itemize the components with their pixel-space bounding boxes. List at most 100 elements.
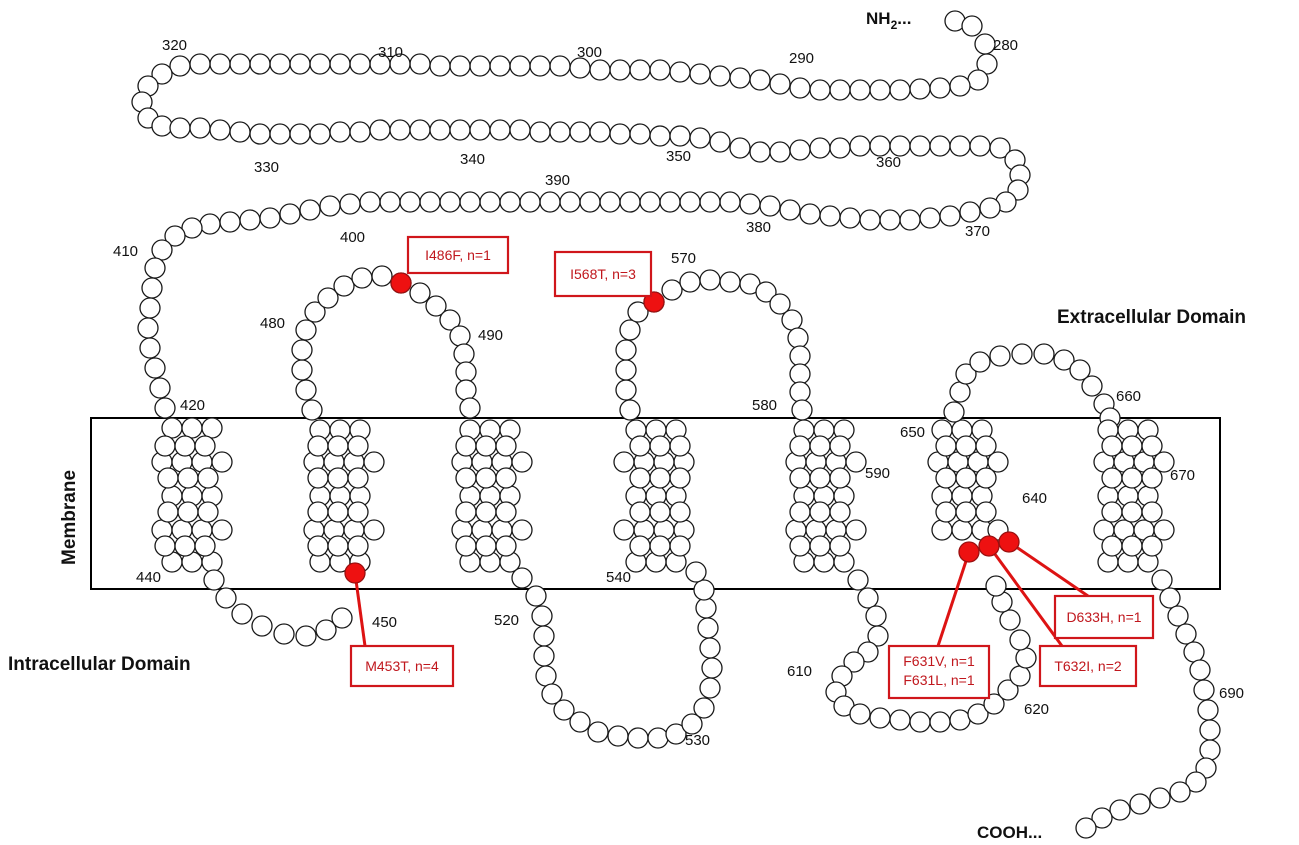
residue-circle bbox=[789, 501, 811, 523]
residue-circle bbox=[189, 53, 211, 75]
residue-number: 670 bbox=[1170, 467, 1195, 484]
residue-circle bbox=[499, 191, 521, 213]
residue-circle bbox=[781, 309, 803, 331]
residue-circle bbox=[279, 203, 301, 225]
residue-circle bbox=[309, 53, 331, 75]
mutation-label-text: M453T, n=4 bbox=[365, 658, 439, 674]
residue-circle bbox=[349, 53, 371, 75]
residue-circle bbox=[519, 191, 541, 213]
residue-circle bbox=[154, 435, 176, 457]
residue-circle bbox=[719, 271, 741, 293]
mutation-box-border bbox=[887, 644, 991, 700]
residue-circle bbox=[943, 401, 965, 423]
residue-circle bbox=[909, 711, 931, 733]
residue-circle bbox=[329, 121, 351, 143]
residue-circle bbox=[307, 535, 329, 557]
residue-chain bbox=[131, 10, 1221, 839]
residue-circle bbox=[639, 191, 661, 213]
residue-circle bbox=[669, 535, 691, 557]
residue-circle bbox=[541, 683, 563, 705]
residue-circle bbox=[389, 119, 411, 141]
mutation-label-box: I568T, n=3 bbox=[553, 250, 653, 298]
residue-circle bbox=[809, 435, 831, 457]
residue-circle bbox=[1069, 359, 1091, 381]
residue-circle bbox=[1183, 641, 1205, 663]
residue-circle bbox=[935, 467, 957, 489]
residue-circle bbox=[475, 535, 497, 557]
residue-circle bbox=[269, 123, 291, 145]
residue-circle bbox=[929, 711, 951, 733]
residue-circle bbox=[789, 363, 811, 385]
residue-circle bbox=[455, 379, 477, 401]
residue-circle bbox=[609, 59, 631, 81]
residue-circle bbox=[349, 121, 371, 143]
residue-circle bbox=[909, 135, 931, 157]
residue-circle bbox=[629, 59, 651, 81]
residue-circle bbox=[969, 135, 991, 157]
residue-circle bbox=[169, 55, 191, 77]
residue-circle bbox=[869, 135, 891, 157]
residue-circle bbox=[197, 467, 219, 489]
residue-circle bbox=[669, 435, 691, 457]
residue-circle bbox=[1009, 629, 1031, 651]
residue-circle bbox=[1015, 647, 1037, 669]
mutation-label-text: F631V, n=1 bbox=[903, 653, 975, 669]
residue-circle bbox=[151, 115, 173, 137]
residue-circle bbox=[979, 197, 1001, 219]
residue-circle bbox=[661, 279, 683, 301]
residue-circle bbox=[919, 207, 941, 229]
residue-number: 360 bbox=[876, 154, 901, 171]
residue-circle bbox=[1011, 343, 1033, 365]
residue-circle bbox=[1193, 679, 1215, 701]
residue-circle bbox=[859, 209, 881, 231]
residue-circle bbox=[1101, 535, 1123, 557]
residue-circle bbox=[679, 191, 701, 213]
residue-circle bbox=[987, 451, 1009, 473]
residue-circle bbox=[307, 501, 329, 523]
residue-circle bbox=[151, 239, 173, 261]
residue-circle bbox=[865, 605, 887, 627]
residue-circle bbox=[533, 645, 555, 667]
residue-circle bbox=[975, 467, 997, 489]
residue-circle bbox=[239, 209, 261, 231]
residue-circle bbox=[967, 703, 989, 725]
residue-circle bbox=[869, 79, 891, 101]
n-terminus-label: NH2... bbox=[866, 9, 911, 32]
residue-circle bbox=[194, 535, 216, 557]
residue-circle bbox=[157, 501, 179, 523]
residue-circle bbox=[669, 61, 691, 83]
residue-circle bbox=[495, 467, 517, 489]
residue-circle bbox=[449, 55, 471, 77]
residue-number: 620 bbox=[1024, 701, 1049, 718]
residue-circle bbox=[695, 597, 717, 619]
residue-number: 480 bbox=[260, 315, 285, 332]
residue-circle bbox=[164, 225, 186, 247]
residue-circle bbox=[511, 519, 533, 541]
residue-circle bbox=[399, 191, 421, 213]
residue-circle bbox=[849, 79, 871, 101]
mutation-box-border bbox=[1053, 594, 1155, 640]
residue-circle bbox=[809, 535, 831, 557]
residue-circle bbox=[529, 121, 551, 143]
residue-circle bbox=[1053, 349, 1075, 371]
residue-circle bbox=[139, 337, 161, 359]
residue-circle bbox=[1153, 519, 1175, 541]
residue-circle bbox=[649, 435, 671, 457]
residue-circle bbox=[1121, 467, 1143, 489]
residue-circle bbox=[1121, 535, 1143, 557]
residue-circle bbox=[327, 435, 349, 457]
residue-circle bbox=[1121, 501, 1143, 523]
residue-circle bbox=[307, 467, 329, 489]
residue-circle bbox=[689, 63, 711, 85]
residue-circle bbox=[959, 201, 981, 223]
mutation-site bbox=[998, 531, 1020, 553]
residue-circle bbox=[295, 625, 317, 647]
residue-circle bbox=[829, 79, 851, 101]
residue-circle bbox=[569, 57, 591, 79]
residue-circle bbox=[789, 77, 811, 99]
residue-circle bbox=[249, 123, 271, 145]
residue-circle bbox=[439, 191, 461, 213]
residue-circle bbox=[975, 501, 997, 523]
